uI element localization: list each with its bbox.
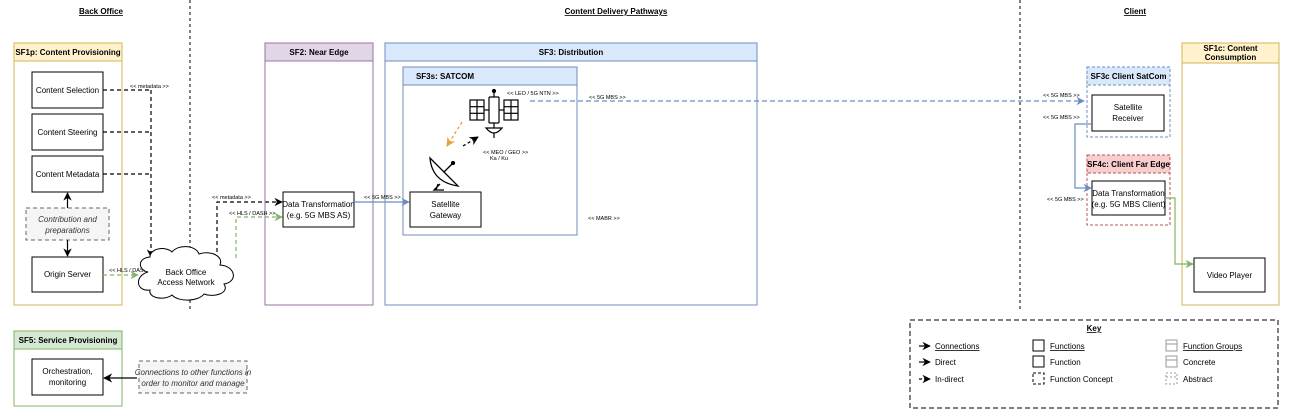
box-content-steering[interactable]: Content Steering (31, 113, 104, 151)
svg-text:Video Player: Video Player (1207, 271, 1253, 280)
svg-text:order to monitor and manage: order to monitor and manage (141, 379, 245, 388)
label-leo: << LEO / 5G NTN >> (507, 91, 559, 97)
group-sf3: SF3: Distribution (384, 42, 758, 306)
svg-text:Contribution and: Contribution and (38, 215, 97, 224)
legend-indirect: In-direct (935, 375, 965, 384)
group-sf2: SF2: Near Edge (264, 42, 374, 306)
legend-function-concept: Function Concept (1050, 375, 1113, 384)
svg-text:Content Steering: Content Steering (37, 128, 97, 137)
label-metadata-near: << metadata >> (212, 195, 251, 201)
svg-text:Content Metadata: Content Metadata (36, 170, 100, 179)
box-video-player[interactable]: Video Player (1193, 257, 1266, 293)
svg-text:SF3: Distribution: SF3: Distribution (539, 48, 604, 57)
svg-text:SF1c: Content: SF1c: Content (1203, 44, 1258, 53)
svg-text:Content Selection: Content Selection (36, 86, 99, 95)
box-satellite-receiver[interactable]: Satellite Receiver (1091, 94, 1165, 132)
svg-text:monitoring: monitoring (49, 378, 86, 387)
section-back-office: Back Office (79, 7, 124, 16)
group-sf3c: SF3c Client SatCom (1086, 66, 1171, 138)
label-hls-near: << HLS / DASH >> (229, 211, 275, 217)
svg-text:preparations: preparations (44, 226, 89, 235)
svg-text:SF3c Client SatCom: SF3c Client SatCom (1090, 72, 1166, 81)
label-mbs-sat: << 5G MBS >> (589, 95, 626, 101)
svg-text:Data Transformation: Data Transformation (282, 200, 354, 209)
svg-text:SF1p: Content Provisioning: SF1p: Content Provisioning (15, 48, 120, 57)
svg-text:SF2: Near Edge: SF2: Near Edge (289, 48, 349, 57)
svg-text:(e.g. 5G MBS AS): (e.g. 5G MBS AS) (287, 211, 351, 220)
label-ku: Ka / Ku (490, 156, 508, 162)
label-mbs-client-mid: << 5G MBS >> (1043, 115, 1080, 121)
group-sf1c: SF1c: Content Consumption (1181, 42, 1280, 306)
group-sf1p: SF1p: Content Provisioning (13, 42, 123, 306)
svg-text:Back Office: Back Office (166, 268, 207, 277)
legend-functions: Functions (1050, 342, 1085, 351)
box-content-selection[interactable]: Content Selection (31, 71, 104, 109)
label-hls-origin: << HLS / DASH >> (109, 268, 155, 274)
svg-text:Origin Server: Origin Server (44, 270, 91, 279)
box-data-transformation-near[interactable]: Data Transformation (e.g. 5G MBS AS) (282, 191, 355, 228)
box-contribution[interactable]: Contribution and preparations (25, 207, 110, 241)
edge-metadata (103, 89, 156, 258)
legend-key: Key Connections Direct In-direct Functio… (909, 319, 1279, 409)
svg-text:Orchestration,: Orchestration, (42, 367, 92, 376)
legend-abstract: Abstract (1183, 375, 1213, 384)
svg-text:Access Network: Access Network (157, 278, 215, 287)
label-meo: << MEO / GEO >> (483, 150, 528, 156)
svg-text:Satellite: Satellite (431, 200, 460, 209)
edge-metadata-near (216, 197, 283, 252)
edge-receiver-to-dt (1074, 123, 1092, 193)
legend-direct: Direct (935, 358, 957, 367)
legend-function: Function (1050, 358, 1081, 367)
box-data-transformation-client[interactable]: Data Transformation (e.g. 5G MBS Client) (1091, 180, 1166, 216)
label-mbs-client-low: << 5G MBS >> (1047, 197, 1084, 203)
edge-hls-near (235, 212, 283, 258)
svg-text:Data Transformation: Data Transformation (1092, 189, 1164, 198)
legend-function-groups: Function Groups (1183, 342, 1242, 351)
label-mbs-client-top: << 5G MBS >> (1043, 93, 1080, 99)
legend-concrete: Concrete (1183, 358, 1216, 367)
label-mabr: << MABR >> (588, 216, 620, 222)
box-orchestration[interactable]: Orchestration, monitoring (31, 358, 104, 396)
svg-text:Satellite: Satellite (1114, 103, 1143, 112)
legend-connections: Connections (935, 342, 979, 351)
box-origin-server[interactable]: Origin Server (31, 256, 104, 293)
svg-text:Receiver: Receiver (1112, 114, 1144, 123)
svg-text:(e.g. 5G MBS Client): (e.g. 5G MBS Client) (1092, 200, 1166, 209)
group-sf3s: SF3s: SATCOM (402, 66, 578, 236)
box-content-metadata[interactable]: Content Metadata (31, 155, 104, 193)
legend-title: Key (1087, 324, 1102, 333)
svg-text:Connections to other functions: Connections to other functions in (135, 368, 252, 377)
section-content-delivery: Content Delivery Pathways (565, 7, 668, 16)
svg-text:SF5: Service Provisioning: SF5: Service Provisioning (19, 336, 118, 345)
label-metadata-top: << metadata >> (130, 84, 169, 90)
arrow-dish-to-satellite (462, 136, 479, 147)
svg-text:SF3s: SATCOM: SF3s: SATCOM (416, 72, 474, 81)
satellite-dish-icon (429, 156, 460, 191)
edge-dt-to-video-player (1165, 197, 1194, 269)
section-client: Client (1124, 7, 1147, 16)
svg-text:SF4c: Client Far Edge: SF4c: Client Far Edge (1087, 160, 1170, 169)
svg-text:Gateway: Gateway (430, 211, 462, 220)
arrow-satellite-to-dish (446, 121, 463, 147)
box-connections-note: Connections to other functions in order … (135, 360, 252, 394)
label-mbs-to-gateway: << 5G MBS >> (364, 195, 401, 201)
svg-text:Consumption: Consumption (1205, 53, 1257, 62)
cloud-back-office-access: Back Office Access Network (138, 246, 234, 301)
group-sf5: SF5: Service Provisioning (13, 330, 123, 407)
box-satellite-gateway[interactable]: Satellite Gateway (409, 191, 482, 228)
satellite-icon (469, 88, 519, 138)
